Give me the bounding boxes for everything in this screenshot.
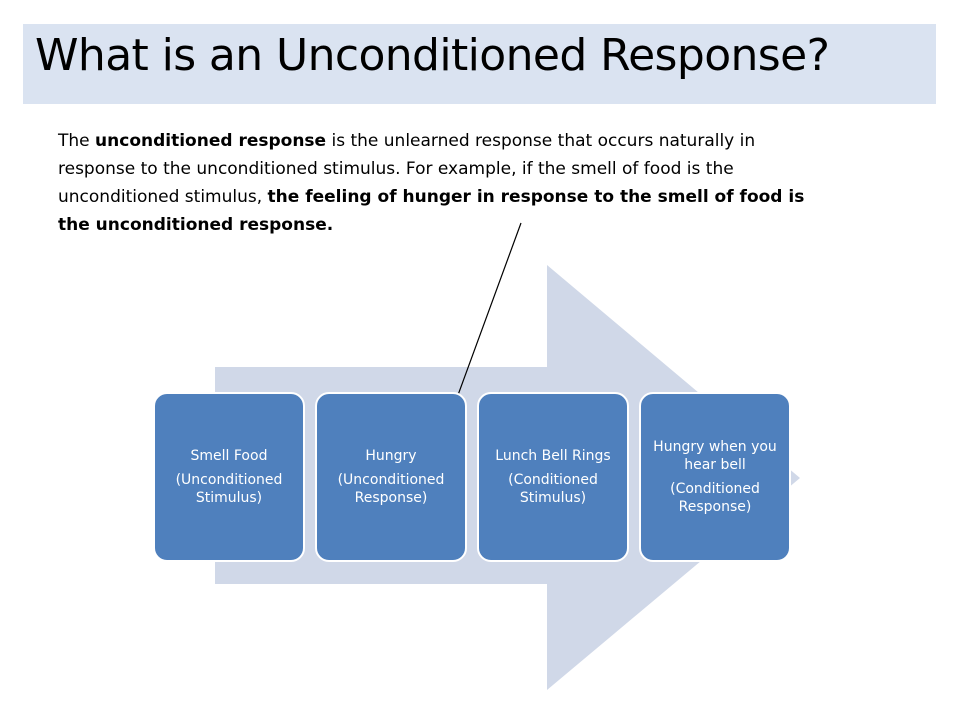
step-label: Hungry when you hear bell <box>653 439 777 473</box>
step-sublabel: (Conditioned Stimulus) <box>508 472 598 506</box>
paragraph-bold-term: unconditioned response <box>95 131 327 151</box>
paragraph-bold-conclusion: the feeling of hunger in response to the… <box>58 187 805 235</box>
step-label: Smell Food <box>190 448 268 464</box>
paragraph-segment: The <box>58 131 96 151</box>
page-title: What is an Unconditioned Response? <box>35 30 830 81</box>
step-box-smell-food: Smell Food (Unconditioned Stimulus) <box>153 392 305 562</box>
title-bar: What is an Unconditioned Response? <box>23 24 936 104</box>
step-box-hungry-bell: Hungry when you hear bell (Conditioned R… <box>639 392 791 562</box>
step-sublabel: (Conditioned Response) <box>670 481 760 515</box>
definition-paragraph: The unconditioned response is the unlear… <box>58 127 818 239</box>
paragraph-segment: is the unlearned response that occurs na… <box>58 131 756 207</box>
step-sublabel: (Unconditioned Stimulus) <box>175 472 283 506</box>
step-label: Hungry <box>365 448 417 464</box>
step-box-hungry: Hungry (Unconditioned Response) <box>315 392 467 562</box>
step-label: Lunch Bell Rings <box>495 448 611 464</box>
step-sublabel: (Unconditioned Response) <box>337 472 445 506</box>
step-box-lunch-bell: Lunch Bell Rings (Conditioned Stimulus) <box>477 392 629 562</box>
